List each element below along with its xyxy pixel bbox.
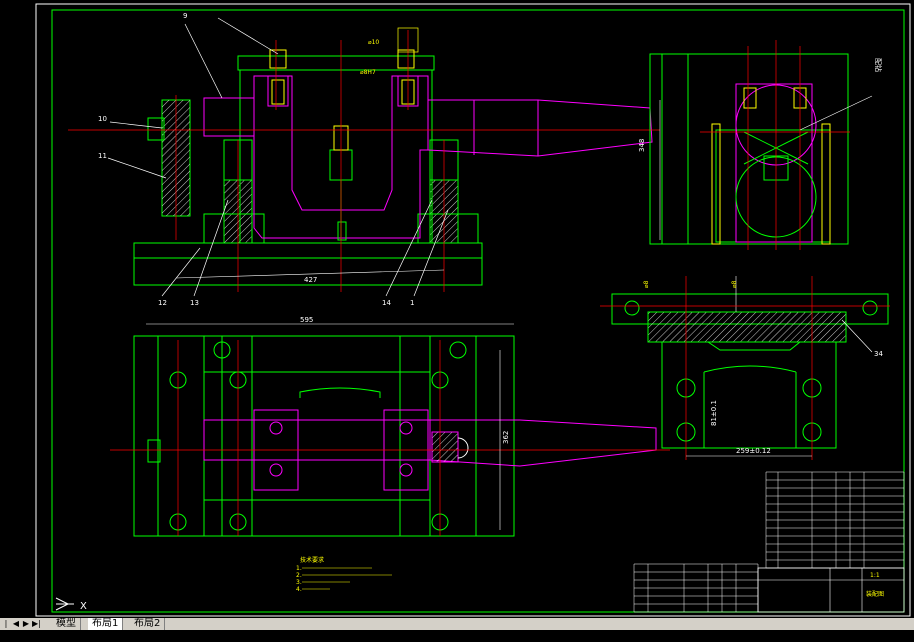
tab-nav-next-icon[interactable]: ▶ <box>22 619 30 628</box>
front-view: 427 9 10 11 12 13 14 1 ⌀10 ⌀8H7 <box>68 12 660 307</box>
detail-annotation-left: ⌀8 <box>643 280 650 288</box>
dim-width-top: 427 <box>304 276 317 284</box>
tab-model[interactable]: 模型 <box>52 618 81 630</box>
side-view: 348 配钻 <box>638 40 883 250</box>
sheet-border <box>35 3 911 617</box>
dim-height-side: 348 <box>638 139 646 152</box>
title-name: 装配图 <box>866 590 884 598</box>
tab-nav-last-icon[interactable]: ▶| <box>32 619 41 628</box>
note-1: 1. <box>296 565 302 572</box>
drawing-frame <box>51 9 905 613</box>
detail-view: 259±0.12 81±0.1 34 ⌀8 ⌀8 <box>600 276 890 460</box>
part-number-13: 13 <box>190 299 199 307</box>
note-3: 3. <box>296 579 302 586</box>
part-number-12: 12 <box>158 299 167 307</box>
annotation-top: ⌀10 <box>368 39 379 46</box>
part-number-14: 14 <box>382 299 391 307</box>
note-2: 2. <box>296 572 302 579</box>
tab-layout-2[interactable]: 布局2 <box>130 618 166 630</box>
plan-view: 595 362 <box>110 316 670 537</box>
notes-title: 技术要求 <box>300 556 324 564</box>
svg-text:X: X <box>80 601 87 612</box>
detail-annotation-mid: ⌀8 <box>731 280 738 288</box>
layout-tab-bar: |◀ ◀ ▶ ▶| 模型 布局1 布局2 <box>0 618 914 640</box>
technical-notes: 技术要求 1. 2. 3. 4. <box>296 556 392 593</box>
dim-offset-small: 81±0.1 <box>710 400 718 426</box>
ucs-icon: X <box>55 597 87 612</box>
parts-list <box>633 471 905 613</box>
part-number-1: 1 <box>410 299 414 307</box>
note-4: 4. <box>296 586 302 593</box>
tab-layout-1[interactable]: 布局1 <box>88 618 124 630</box>
dim-width-small: 259±0.12 <box>736 447 771 455</box>
detail-leader-34: 34 <box>874 350 883 358</box>
tab-nav-first-icon[interactable]: |◀ <box>2 619 10 640</box>
tab-nav-prev-icon[interactable]: ◀ <box>12 619 20 628</box>
part-number-9: 9 <box>183 12 187 20</box>
dim-height-plan: 362 <box>502 431 510 444</box>
part-number-10: 10 <box>98 115 107 123</box>
part-number-11: 11 <box>98 152 107 160</box>
annotation-top-2: ⌀8H7 <box>360 69 376 76</box>
title-block: 1:1 装配图 <box>757 567 905 613</box>
dim-width-plan: 595 <box>300 316 313 324</box>
side-leader-label: 配钻 <box>874 58 883 72</box>
title-scale: 1:1 <box>870 572 880 579</box>
